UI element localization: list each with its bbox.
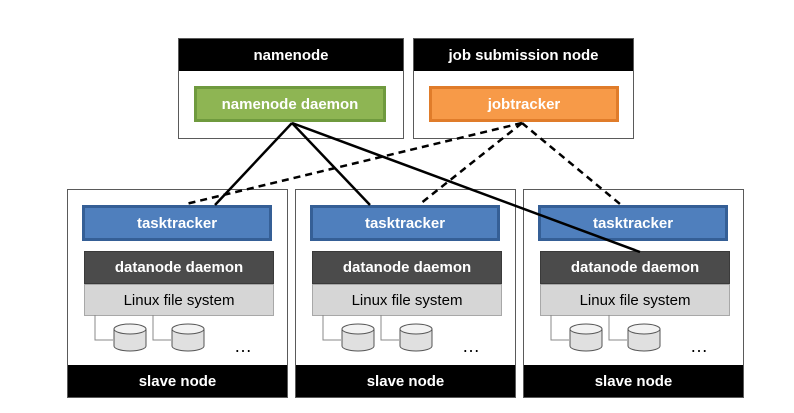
slave-node-footer: slave node: [524, 365, 743, 397]
jobtracker-to-slave3-line: [521, 122, 621, 205]
jobtracker-to-slave1-line: [185, 121, 523, 206]
linux-file-system: Linux file system: [84, 284, 274, 316]
disk-icon: [627, 323, 661, 352]
jobtracker-to-slave2-line: [419, 122, 523, 205]
slave-node-box: tasktracker datanode daemon Linux file s…: [523, 189, 744, 398]
jobtracker: jobtracker: [429, 86, 619, 122]
datanode-daemon: datanode daemon: [312, 251, 502, 284]
disk-icon: [399, 323, 433, 352]
disk-group: [550, 315, 661, 352]
tasktracker: tasktracker: [538, 205, 728, 241]
namenode-header: namenode: [179, 39, 403, 71]
namenode-to-slave2-line: [291, 122, 371, 206]
linux-file-system: Linux file system: [540, 284, 730, 316]
namenode-daemon: namenode daemon: [194, 86, 386, 122]
more-disks-ellipsis: …: [690, 336, 708, 356]
disk-group: [94, 315, 205, 352]
disk-icon: [171, 323, 205, 352]
namenode-connections: [214, 121, 641, 254]
namenode-to-slave1-line: [214, 122, 293, 206]
job-submission-header: job submission node: [414, 39, 633, 71]
more-disks-ellipsis: …: [462, 336, 480, 356]
datanode-daemon: datanode daemon: [84, 251, 274, 284]
tasktracker: tasktracker: [82, 205, 272, 241]
slave-node-footer: slave node: [68, 365, 287, 397]
disk-icon: [341, 323, 375, 352]
tasktracker: tasktracker: [310, 205, 500, 241]
slave-node-box: tasktracker datanode daemon Linux file s…: [295, 189, 516, 398]
disk-icon: [113, 323, 147, 352]
namenode-box: namenode namenode daemon: [178, 38, 404, 139]
jobtracker-connections: [185, 121, 621, 206]
linux-file-system: Linux file system: [312, 284, 502, 316]
slave-node-footer: slave node: [296, 365, 515, 397]
slave-node-box: tasktracker datanode daemon Linux file s…: [67, 189, 288, 398]
job-submission-node-box: job submission node jobtracker: [413, 38, 634, 139]
more-disks-ellipsis: …: [234, 336, 252, 356]
disk-group: [322, 315, 433, 352]
disk-icon: [569, 323, 603, 352]
datanode-daemon: datanode daemon: [540, 251, 730, 284]
namenode-to-slave3-line: [291, 121, 641, 254]
